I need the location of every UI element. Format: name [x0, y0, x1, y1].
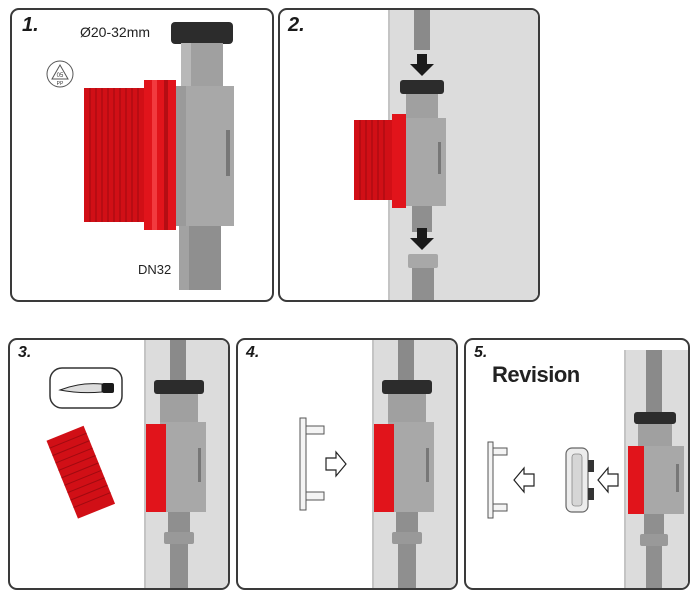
top-cap [382, 380, 432, 394]
recycle-material-text: PP [57, 81, 64, 87]
down-arrow-icon [410, 228, 434, 250]
red-flange [144, 80, 176, 230]
step-5-panel: 5. Revision [464, 338, 690, 590]
outlet-pipe [412, 206, 432, 232]
top-cap [400, 80, 444, 94]
wall-socket [408, 254, 438, 268]
recycle-pp-icon: 05 PP [46, 60, 74, 88]
left-arrow-icon [597, 466, 619, 494]
red-flange [374, 424, 394, 512]
step-5-number: 5. [474, 344, 488, 361]
upper-pipe [170, 340, 186, 380]
mounting-clip [299, 417, 325, 511]
step-2-panel: 2. [278, 8, 540, 302]
step-1-number: 1. [22, 14, 39, 36]
step-4-number: 4. [246, 344, 260, 361]
upper-pipe [398, 340, 414, 380]
outlet-pipe [170, 544, 188, 588]
step-5-illustration [487, 350, 688, 588]
inspection-cover [565, 447, 594, 513]
knife-icon [49, 367, 123, 409]
red-flange [628, 446, 644, 514]
step-3-illustration [46, 340, 228, 588]
upper-pipe [414, 10, 430, 50]
top-cap [171, 22, 233, 44]
removed-red-piece [46, 425, 116, 519]
right-arrow-icon [325, 450, 347, 478]
revision-title: Revision [492, 362, 580, 387]
outlet-pipe [398, 544, 416, 588]
upper-pipe [646, 350, 662, 412]
recycle-code-text: 05 [57, 73, 64, 79]
step-4-illustration [299, 340, 456, 588]
red-flange [146, 424, 166, 512]
step-3-number: 3. [18, 344, 32, 361]
red-cover [354, 120, 394, 200]
step-2-number: 2. [288, 14, 305, 36]
down-arrow-icon [410, 54, 434, 76]
step-4-panel: 4. [236, 338, 458, 590]
left-arrow-icon [513, 466, 535, 494]
mounting-clip [487, 441, 508, 519]
diameter-label: Ø20-32mm [80, 24, 151, 40]
step-1-panel: 1. Ø20-32mm DN32 05 PP [10, 8, 274, 302]
step-3-panel: 3. [8, 338, 230, 590]
outlet-label: DN32 [138, 262, 172, 277]
top-cap [634, 412, 676, 424]
step-1-illustration: 05 PP [46, 22, 234, 290]
top-cap [154, 380, 204, 394]
step-2-illustration [354, 10, 538, 300]
outlet-pipe [646, 546, 662, 588]
